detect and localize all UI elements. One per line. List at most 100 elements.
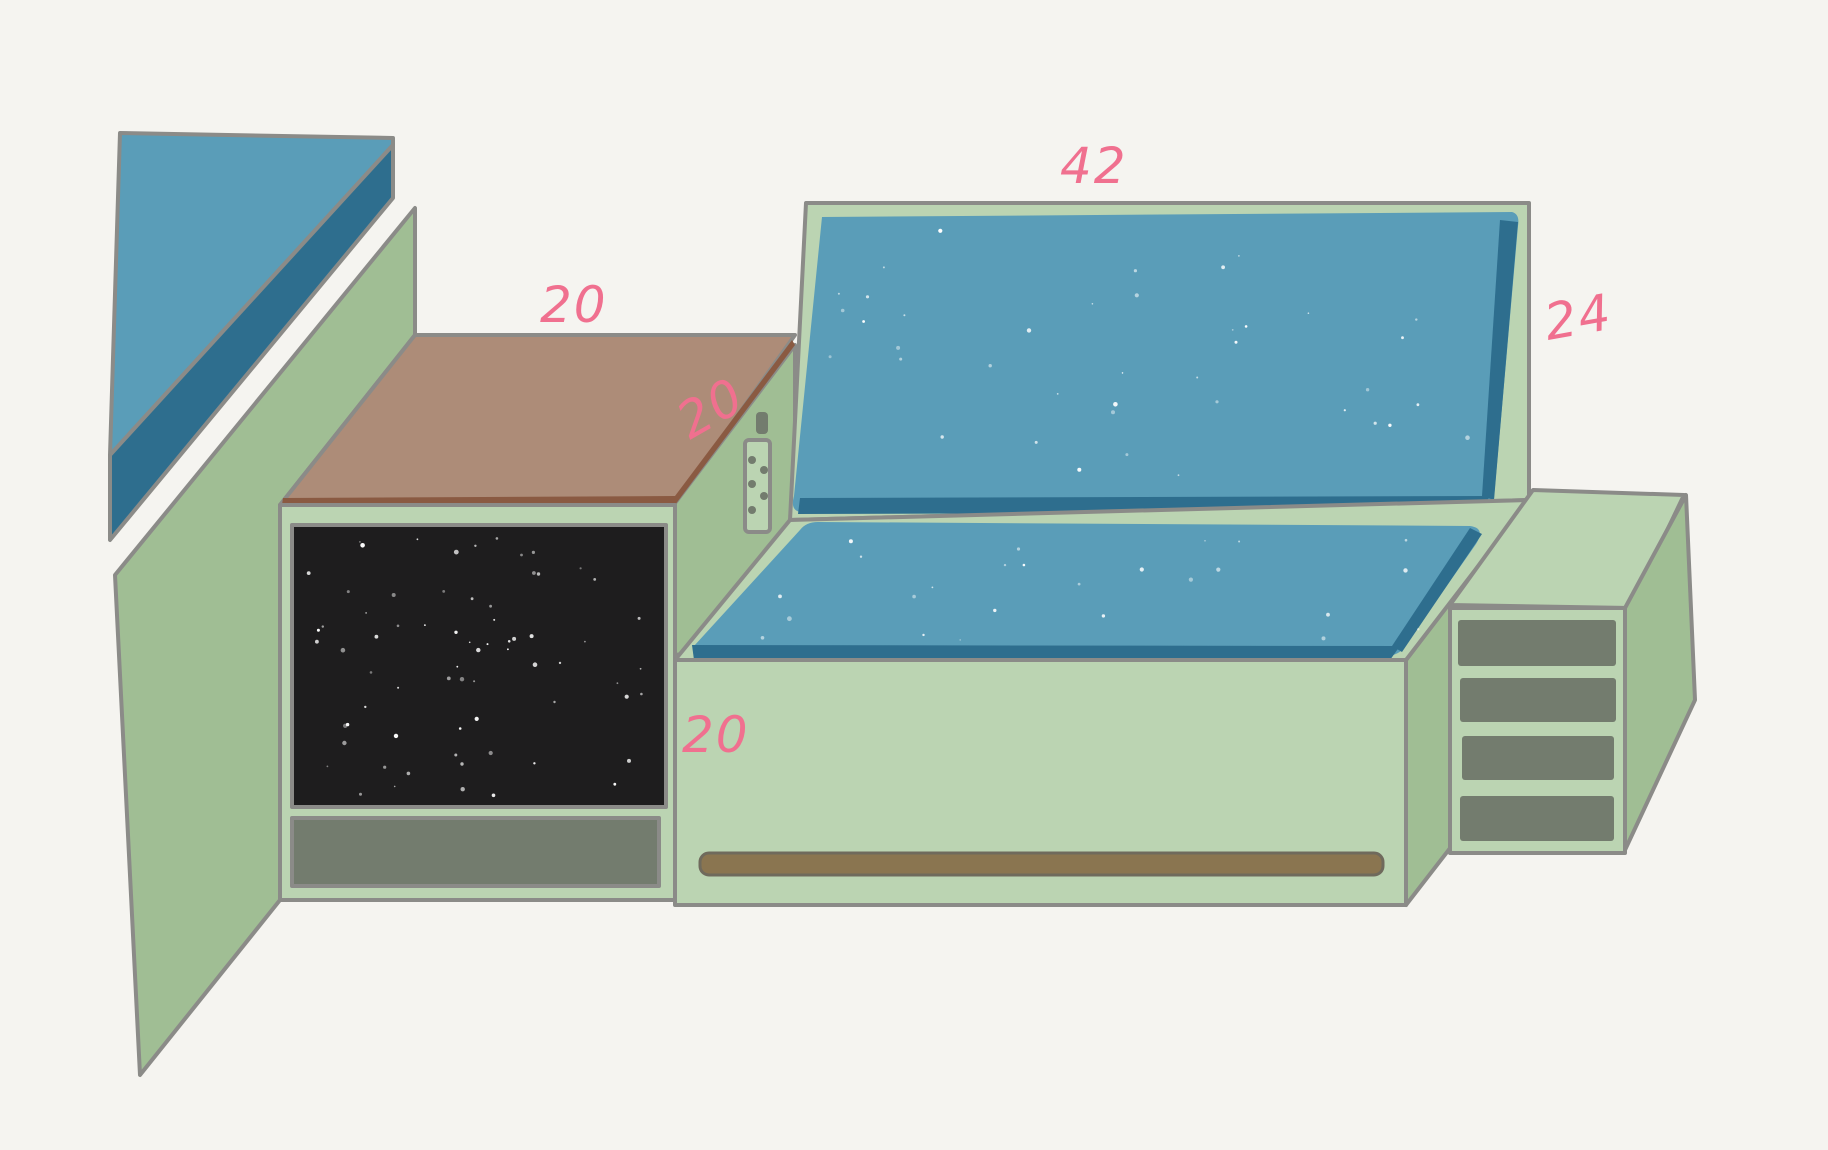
seat-cushion-speckle — [912, 594, 916, 599]
oven-speckle — [639, 667, 642, 670]
back-cushion-speckle — [903, 314, 906, 317]
back-cushion-speckle — [1415, 318, 1418, 321]
oven-speckle — [346, 590, 350, 594]
side-unit-drawer-4 — [1460, 796, 1614, 841]
oven-speckle — [640, 692, 643, 696]
oven-speckle — [454, 753, 458, 757]
oven-speckle — [488, 750, 493, 756]
oven-speckle — [364, 705, 367, 709]
back-cushion-speckle — [940, 435, 944, 439]
oven-speckle — [507, 640, 511, 643]
seat-cushion-speckle — [1321, 636, 1326, 641]
oven-speckle — [383, 765, 387, 769]
oven-speckle — [489, 604, 492, 608]
oven-speckle — [345, 722, 350, 727]
seat-cushion-speckle — [1238, 540, 1241, 543]
seat-cushion-speckle — [1016, 547, 1021, 551]
back-cushion-speckle — [862, 320, 865, 323]
oven-speckle — [342, 740, 347, 746]
seat-cushion-speckle — [1403, 568, 1408, 573]
seat-cushion-speckle — [1139, 567, 1144, 572]
back-cushion-speckle — [1077, 467, 1082, 472]
oven-speckle — [460, 787, 465, 792]
oven-speckle — [374, 634, 379, 639]
oven-speckle — [360, 543, 365, 548]
oven-speckle — [442, 590, 446, 593]
oven-speckle — [321, 625, 324, 628]
side-drawer-unit — [1448, 488, 1697, 855]
back-cushion-speckle — [1465, 435, 1470, 441]
oven-speckle — [458, 727, 462, 730]
seat-cushion-speckle — [1188, 577, 1193, 582]
back-cushion-speckle — [1133, 269, 1137, 273]
oven-speckle — [532, 662, 538, 667]
cabinet-width-label: 20 — [540, 276, 608, 334]
oven-speckle — [624, 694, 629, 699]
oven-speckle — [391, 593, 396, 597]
seat-cushion-speckle — [1326, 612, 1330, 617]
seat-cushion-speckle — [922, 633, 925, 637]
oven-speckle — [359, 792, 362, 796]
side-unit-drawer-3 — [1462, 736, 1614, 780]
sofa-height-label: 24 — [1540, 283, 1617, 352]
seat-cushion-speckle — [1003, 563, 1007, 567]
oven-speckle — [393, 785, 396, 788]
oven-speckle — [507, 648, 509, 651]
seat-cushion-speckle — [778, 594, 782, 599]
oven-speckle — [476, 647, 481, 653]
back-cushion-speckle — [865, 295, 870, 299]
back-cushion-speckle — [882, 266, 885, 269]
seat-cushion-speckle — [859, 555, 863, 558]
back-cushion-speckle — [988, 364, 992, 368]
oven-speckle — [529, 634, 534, 639]
sofa-drawer-handle — [698, 851, 1385, 877]
back-cushion-speckle — [1091, 303, 1094, 305]
seat-cushion-speckle — [848, 539, 853, 544]
oven-speckle — [416, 538, 419, 541]
back-cushion-speckle — [1238, 255, 1240, 257]
back-cushion-speckle — [1034, 440, 1038, 444]
oven-speckle — [454, 630, 458, 634]
back-cushion-speckle — [1196, 376, 1199, 379]
side-unit-drawer-2 — [1460, 678, 1616, 722]
oven-window — [290, 523, 668, 809]
oven-speckle — [532, 571, 536, 575]
oven-speckle — [531, 550, 536, 555]
back-cushion-speckle — [1244, 325, 1248, 328]
oven-speckle — [446, 676, 451, 681]
back-cushion-speckle — [1177, 474, 1180, 477]
oven-speckle — [553, 700, 556, 704]
back-cushion-speckle — [1113, 402, 1118, 407]
oven-speckle — [495, 537, 499, 540]
oven-speckle — [453, 549, 459, 555]
sofa-seat-cushion — [694, 522, 1480, 656]
oven-speckle — [315, 639, 319, 644]
oven-speckle — [512, 636, 517, 641]
oven-speckle — [593, 578, 597, 581]
cabinet-drawer — [290, 816, 661, 888]
oven-speckle — [359, 541, 361, 543]
oven-speckle — [306, 571, 311, 575]
seat-cushion-speckle — [760, 636, 765, 640]
back-cushion-speckle — [1388, 423, 1392, 427]
kitchen-cabinet — [278, 333, 797, 902]
seat-cushion-speckle — [1022, 563, 1026, 567]
seat-cushion-speckle — [1101, 614, 1106, 618]
oven-speckle — [424, 624, 426, 626]
back-cushion-speckle — [840, 308, 845, 313]
oven-speckle — [616, 682, 619, 685]
left-wall-window-frame — [108, 143, 395, 542]
oven-speckle — [406, 771, 411, 776]
oven-speckle — [613, 782, 617, 786]
back-cushion-speckle — [1416, 403, 1420, 407]
back-cushion-speckle — [1231, 329, 1234, 331]
oven-speckle — [470, 597, 474, 601]
oven-speckle — [491, 793, 496, 798]
oven-speckle — [326, 765, 329, 768]
back-cushion-speckle — [1343, 409, 1346, 412]
oven-speckle — [637, 616, 641, 620]
back-cushion-speckle — [896, 345, 901, 350]
oven-speckle — [459, 677, 465, 682]
back-cushion-speckle — [1365, 388, 1370, 392]
seat-cushion-speckle — [1417, 628, 1420, 631]
